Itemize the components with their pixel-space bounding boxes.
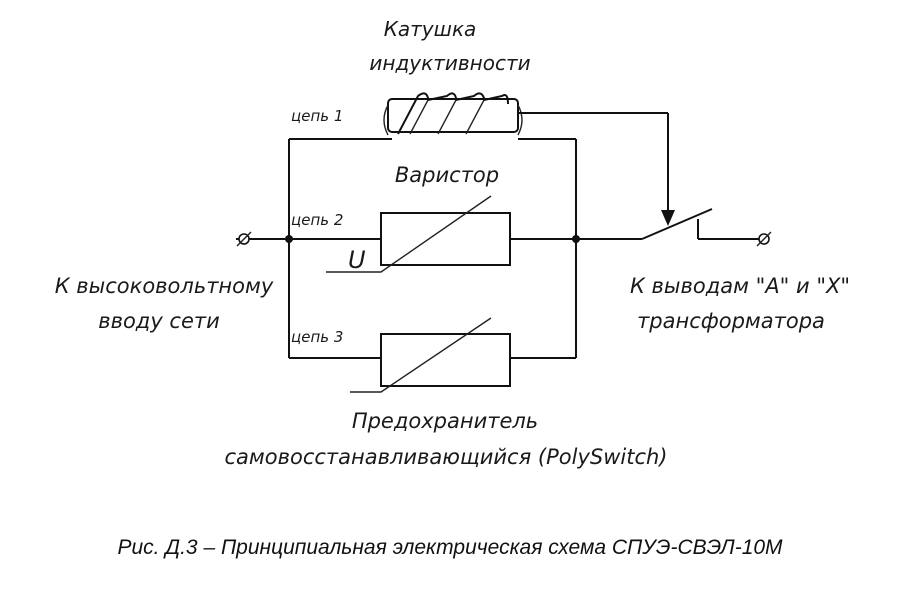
fuse-label-line1: Предохранитель (352, 409, 538, 433)
right-bus (572, 139, 580, 358)
output-label-line1: К выводам "А" и "Х" (630, 274, 850, 298)
circuit-2-label: цепь 2 (291, 211, 343, 229)
output-label-line2: трансформатора (637, 309, 825, 333)
circuit-1-label: цепь 1 (291, 107, 343, 125)
output-terminal (756, 231, 772, 247)
circuit-3-branch (289, 317, 576, 393)
actuator-arrow (661, 210, 675, 226)
input-label-line1: К высоковольтному (55, 274, 274, 298)
input-terminal (236, 231, 290, 247)
varistor (380, 212, 511, 266)
inductor-label-line2: индуктивности (369, 51, 530, 75)
output-switch (576, 208, 760, 240)
circuit-2-branch (289, 195, 576, 273)
voltage-symbol: U (348, 246, 366, 274)
circuit-3-label: цепь 3 (291, 328, 343, 346)
inductor-coil (387, 98, 519, 133)
input-label-line2: вводу сети (98, 309, 220, 333)
fuse-label-line2: самовосстанавливающийся (PolySwitch) (224, 445, 667, 469)
inductor-label-line1: Катушка (384, 17, 477, 41)
varistor-label: Варистор (395, 163, 499, 187)
circuit-diagram: Катушка индуктивности цепь 1 Варистор це… (55, 17, 850, 469)
figure-caption: Рис. Д.3 – Принципиальная электрическая … (117, 536, 783, 559)
circuit-1-branch (289, 92, 675, 226)
left-bus (285, 139, 293, 358)
